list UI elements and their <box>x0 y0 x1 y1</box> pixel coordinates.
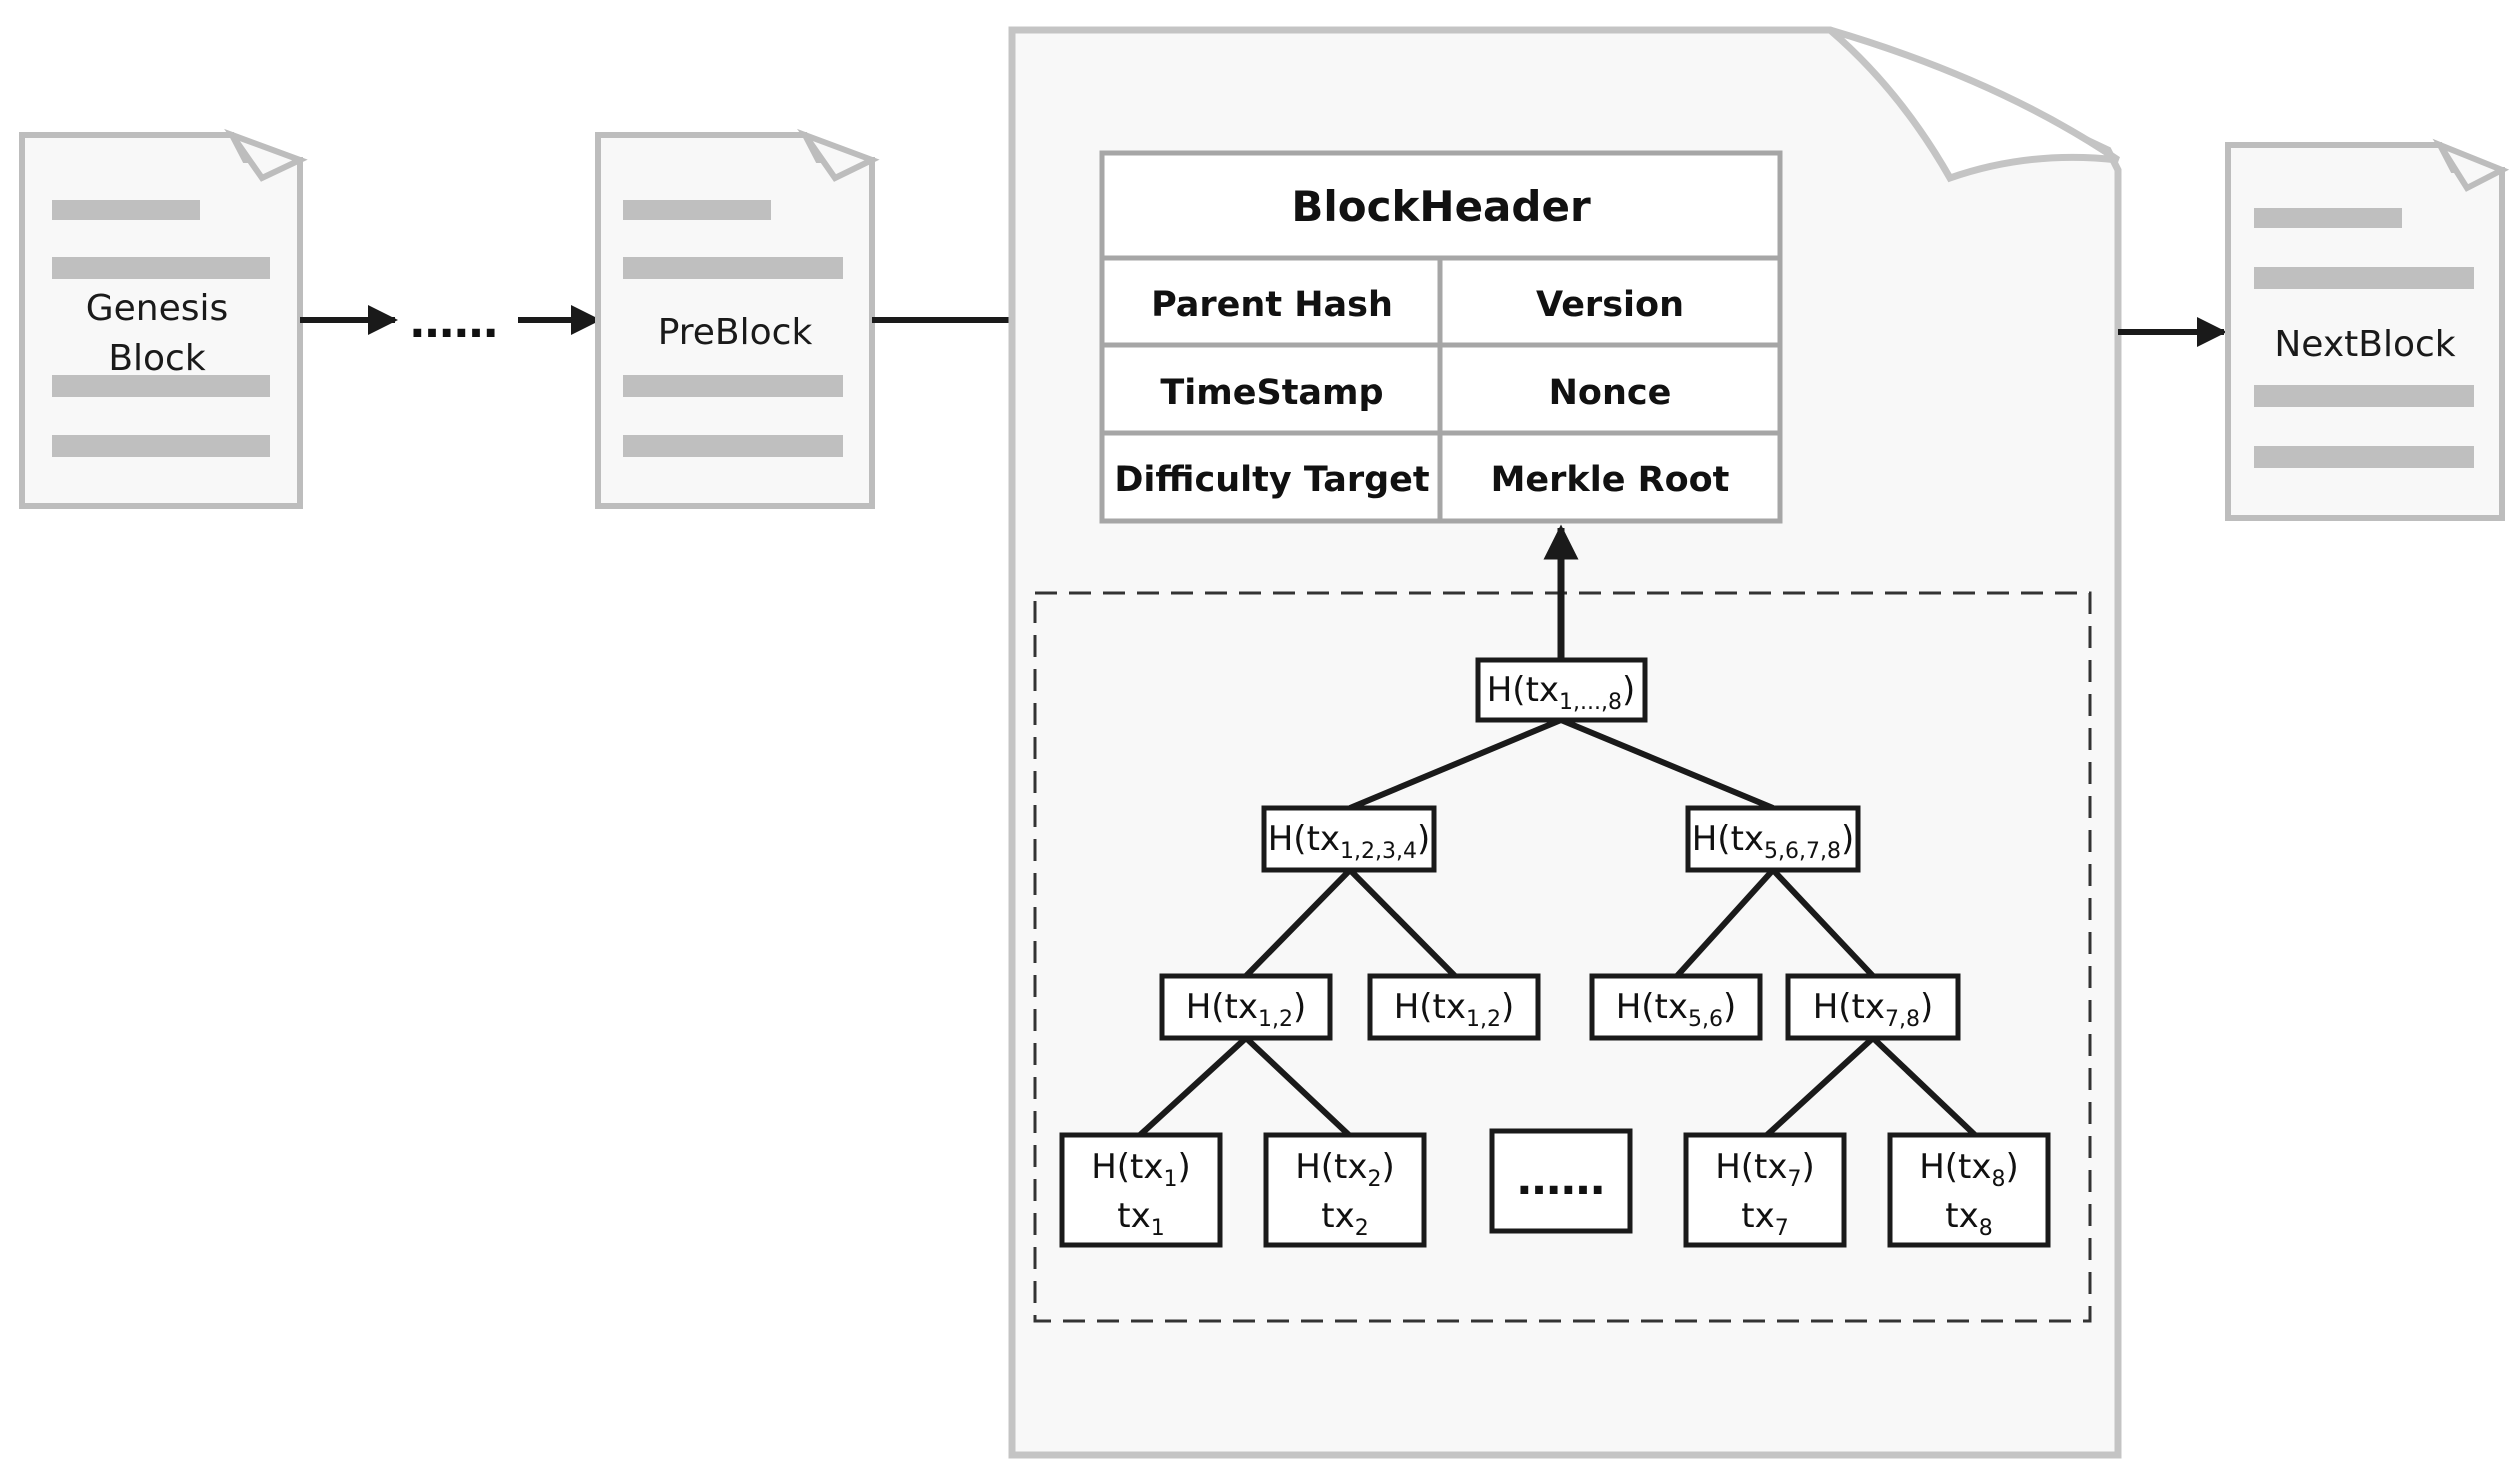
tx-subscript: 7 <box>1775 1216 1789 1241</box>
node-text: H(tx <box>1813 987 1885 1027</box>
node-subscript: 7,8 <box>1885 1007 1920 1032</box>
svg-text:H(tx1,2): H(tx1,2) <box>1394 987 1515 1032</box>
svg-text:H(tx5,6,7,8): H(tx5,6,7,8) <box>1692 819 1855 864</box>
node-subscript: 1,2 <box>1258 1007 1293 1032</box>
doc-line <box>52 375 270 397</box>
doc-line <box>2254 446 2474 468</box>
block-header-table: BlockHeader Parent Hash Version TimeStam… <box>1099 150 1783 524</box>
svg-text:H(tx8): H(tx8) <box>1919 1147 2019 1192</box>
svg-text:tx8: tx8 <box>1945 1196 1992 1241</box>
merkle-node-left: H(tx1,2,3,4) <box>1261 805 1437 873</box>
node-subscript: 2 <box>1368 1167 1382 1192</box>
node-text: H(tx <box>1394 987 1466 1027</box>
tx-text: tx <box>1117 1196 1150 1236</box>
node-text: H(tx <box>1295 1147 1367 1187</box>
doc-line <box>623 200 771 220</box>
node-text: H(tx <box>1919 1147 1991 1187</box>
node-tail: ) <box>1841 819 1854 859</box>
svg-text:H(tx5,6): H(tx5,6) <box>1616 987 1737 1032</box>
tx-subscript: 8 <box>1979 1216 1993 1241</box>
merkle-node-right: H(tx5,6,7,8) <box>1685 805 1861 873</box>
field-nonce: Nonce <box>1549 373 1672 413</box>
node-tail: ) <box>1802 1147 1815 1187</box>
doc-line <box>52 257 270 279</box>
merkle-leaf-1: H(tx1) tx1 <box>1059 1132 1223 1248</box>
preblock-doc: PreBlock <box>595 128 880 509</box>
merkle-node-l1: H(tx1,2) <box>1159 973 1333 1041</box>
merkle-node-l2: H(tx1,2) <box>1367 973 1541 1041</box>
tx-text: tx <box>1321 1196 1354 1236</box>
node-text: H(tx <box>1091 1147 1163 1187</box>
merkle-leaf-7: H(tx7) tx7 <box>1683 1132 1847 1248</box>
genesis-block-doc: Genesis Block <box>19 128 308 509</box>
node-tail: ) <box>1178 1147 1191 1187</box>
merkle-node-r2: H(tx7,8) <box>1785 973 1961 1041</box>
svg-text:H(tx2): H(tx2) <box>1295 1147 1395 1192</box>
merkle-edges <box>1137 717 1978 1138</box>
block-header-title: BlockHeader <box>1291 182 1591 231</box>
field-merkle-root: Merkle Root <box>1491 460 1730 500</box>
node-subscript: 7 <box>1788 1167 1802 1192</box>
node-text: H(tx <box>1715 1147 1787 1187</box>
chain-ellipsis: …… <box>410 297 498 348</box>
node-text: H(tx <box>1268 819 1340 859</box>
tx-text: tx <box>1945 1196 1978 1236</box>
doc-line <box>2254 267 2474 289</box>
nextblock-doc: NextBlock <box>2225 138 2510 521</box>
tx-text: tx <box>1741 1196 1774 1236</box>
node-tail: ) <box>1723 987 1736 1027</box>
nextblock-label: NextBlock <box>2274 324 2455 365</box>
tx-subscript: 2 <box>1355 1216 1369 1241</box>
genesis-label-line1: Genesis <box>86 288 229 329</box>
svg-text:H(tx1,...,8): H(tx1,...,8) <box>1487 670 1636 715</box>
node-subscript: 5,6,7,8 <box>1764 839 1841 864</box>
svg-text:H(tx1,2): H(tx1,2) <box>1186 987 1307 1032</box>
tx-subscript: 1 <box>1151 1216 1165 1241</box>
doc-line <box>52 435 270 457</box>
svg-text:H(tx1,2,3,4): H(tx1,2,3,4) <box>1268 819 1431 864</box>
doc-line <box>623 375 843 397</box>
merkle-leaf-ellipsis: …… <box>1489 1128 1633 1234</box>
doc-line <box>623 257 843 279</box>
node-text: H(tx <box>1616 987 1688 1027</box>
node-text: H(tx <box>1487 670 1559 710</box>
node-tail: ) <box>1622 670 1635 710</box>
svg-text:tx7: tx7 <box>1741 1196 1788 1241</box>
merkle-leaf-2: H(tx2) tx2 <box>1263 1132 1427 1248</box>
node-subscript: 5,6 <box>1688 1007 1723 1032</box>
leaf-ellipsis-text: …… <box>1517 1154 1605 1205</box>
svg-text:H(tx1): H(tx1) <box>1091 1147 1191 1192</box>
doc-line <box>2254 208 2402 228</box>
node-subscript: 1 <box>1164 1167 1178 1192</box>
node-text: H(tx <box>1692 819 1764 859</box>
svg-text:H(tx7): H(tx7) <box>1715 1147 1815 1192</box>
node-tail: ) <box>2006 1147 2019 1187</box>
field-difficulty-target: Difficulty Target <box>1114 460 1429 500</box>
svg-text:tx2: tx2 <box>1321 1196 1368 1241</box>
field-timestamp: TimeStamp <box>1160 373 1383 413</box>
node-tail: ) <box>1920 987 1933 1027</box>
doc-line <box>623 435 843 457</box>
node-tail: ) <box>1382 1147 1395 1187</box>
node-tail: ) <box>1417 819 1430 859</box>
svg-text:H(tx7,8): H(tx7,8) <box>1813 987 1934 1032</box>
preblock-label: PreBlock <box>658 312 813 353</box>
node-subscript: 1,2,3,4 <box>1340 839 1417 864</box>
node-text: H(tx <box>1186 987 1258 1027</box>
node-subscript: 1,2 <box>1466 1007 1501 1032</box>
merkle-node-root: H(tx1,...,8) <box>1475 657 1648 723</box>
merkle-leaf-8: H(tx8) tx8 <box>1887 1132 2051 1248</box>
node-subscript: 8 <box>1992 1167 2006 1192</box>
node-tail: ) <box>1293 987 1306 1027</box>
doc-line <box>2254 385 2474 407</box>
genesis-label-line2: Block <box>108 338 206 379</box>
svg-text:tx1: tx1 <box>1117 1196 1164 1241</box>
field-parent-hash: Parent Hash <box>1151 285 1393 325</box>
doc-line <box>52 200 200 220</box>
node-tail: ) <box>1501 987 1514 1027</box>
node-subscript: 1,...,8 <box>1559 690 1622 715</box>
field-version: Version <box>1536 285 1684 325</box>
merkle-node-r1: H(tx5,6) <box>1589 973 1763 1041</box>
